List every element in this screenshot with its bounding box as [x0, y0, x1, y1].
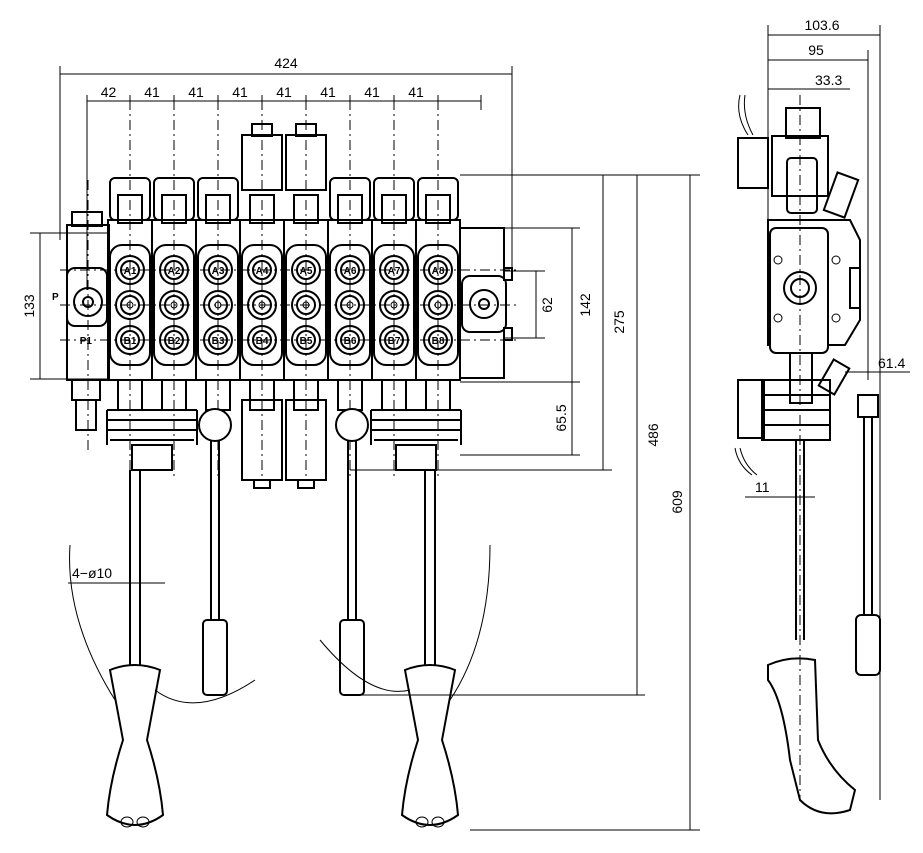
dim-spool-offset: 33.3 [815, 72, 842, 88]
dim-pitch: 41 [364, 84, 380, 100]
dim-pitch: 41 [320, 84, 336, 100]
dim-pitch: 41 [144, 84, 160, 100]
port-label-p: P [52, 292, 59, 303]
dim-mounting-holes: 4−ø10 [72, 565, 112, 581]
dim-pitch: 42 [101, 84, 117, 100]
port-label-a: A5 [300, 266, 313, 277]
dimension-lines [30, 66, 700, 831]
port-label-a: A2 [168, 266, 181, 277]
port-label-a: A3 [212, 266, 225, 277]
lever-handle[interactable] [335, 408, 369, 696]
joystick-handle[interactable] [69, 409, 256, 828]
dim-port-spacing: 62 [539, 297, 555, 313]
port-label-p1: P1 [80, 336, 93, 347]
dim-overall-depth: 103.6 [804, 17, 839, 33]
dim-pitch: 41 [408, 84, 424, 100]
lever-handle[interactable] [198, 408, 232, 696]
dim-pitch: 41 [188, 84, 204, 100]
dim-lever-offset: 61.4 [878, 355, 905, 371]
dim-height-to-lever: 275 [611, 310, 627, 334]
dim-pitch: 41 [276, 84, 292, 100]
dim-overall-width: 424 [274, 55, 298, 71]
dim-lower-offset: 65.5 [553, 404, 569, 431]
joystick-handle[interactable] [319, 409, 491, 828]
port-label-a: A4 [256, 266, 269, 277]
side-dimension-lines [745, 25, 910, 800]
port-label-a: A7 [388, 266, 401, 277]
dim-pitch: 41 [232, 84, 248, 100]
dim-body-height: 133 [21, 294, 37, 318]
dim-body-depth: 95 [808, 42, 824, 58]
dim-height-short-handle: 486 [645, 423, 661, 447]
dim-lever-diameter: 11 [755, 479, 770, 495]
dim-height-overall: 609 [669, 490, 685, 514]
dim-body-height-2: 142 [577, 293, 593, 317]
port-label-a: A6 [344, 266, 357, 277]
side-view: 103.6 95 33.3 61.4 11 [734, 17, 910, 815]
port-label-a: A1 [124, 266, 137, 277]
port-label-a: A8 [432, 266, 445, 277]
